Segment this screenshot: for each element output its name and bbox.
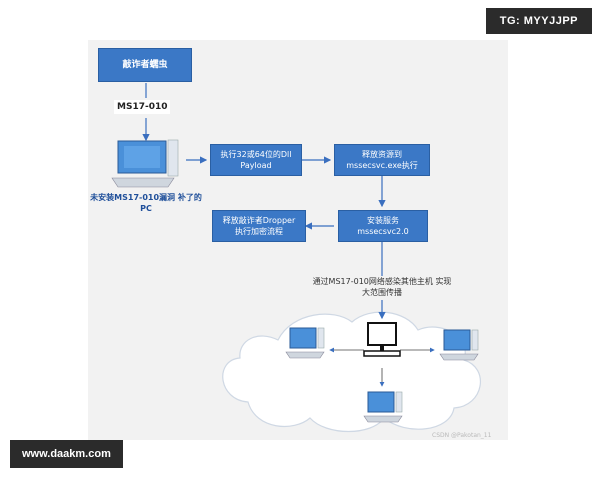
spread-caption-line1: 通过MS17-010网络感染其他主机 <box>312 277 433 286</box>
release-box: 释放资源到 mssecsvc.exe执行 <box>334 144 430 176</box>
install-line1: 安装服务 <box>366 216 399 225</box>
diagram-canvas: 敲诈者蠕虫 MS17-010 未安装MS17-010漏洞 补了的PC 执行32或… <box>88 40 508 440</box>
dropper-box: 释放敲诈者Dropper 执行加密流程 <box>212 210 306 242</box>
diagram-svg <box>111 83 481 433</box>
payload-line2: Payload <box>240 161 272 170</box>
ransomware-box: 敲诈者蠕虫 <box>98 48 192 82</box>
right-computer-icon <box>439 329 479 361</box>
install-service-box: 安装服务 mssecsvc2.0 <box>338 210 428 242</box>
release-line2: mssecsvc.exe执行 <box>346 161 418 170</box>
hub-computer-icon <box>363 322 401 357</box>
left-computer-icon <box>285 327 325 359</box>
watermark-top: TG: MYYJJPP <box>485 8 592 34</box>
ms17-010-label: MS17-010 <box>114 100 171 114</box>
release-line1: 释放资源到 <box>361 150 402 159</box>
watermark-bottom: www.daakm.com <box>10 440 123 468</box>
csdn-credit: CSDN @Pakotan_11 <box>432 432 492 439</box>
ransomware-label: 敲诈者蠕虫 <box>122 59 168 70</box>
unpatched-pc-caption-line1: 未安装MS17-010漏洞 <box>90 193 176 202</box>
unpatched-pc-icon <box>111 139 179 188</box>
unpatched-pc-caption: 未安装MS17-010漏洞 补了的PC <box>90 192 202 214</box>
spread-caption-line2: 实现大范围传播 <box>362 277 452 297</box>
dropper-line2: 执行加密流程 <box>234 227 283 236</box>
unpatched-pc-caption-line2: 补了的PC <box>140 193 202 213</box>
spread-caption: 通过MS17-010网络感染其他主机 实现大范围传播 <box>312 276 452 298</box>
payload-box: 执行32或64位的Dll Payload <box>210 144 302 176</box>
dropper-line1: 释放敲诈者Dropper <box>222 216 296 225</box>
bottom-computer-icon <box>363 391 403 423</box>
payload-line1: 执行32或64位的Dll <box>220 150 292 159</box>
ms17-010-text: MS17-010 <box>117 102 168 112</box>
install-line2: mssecsvc2.0 <box>357 227 409 236</box>
cloud-shape <box>222 311 481 433</box>
